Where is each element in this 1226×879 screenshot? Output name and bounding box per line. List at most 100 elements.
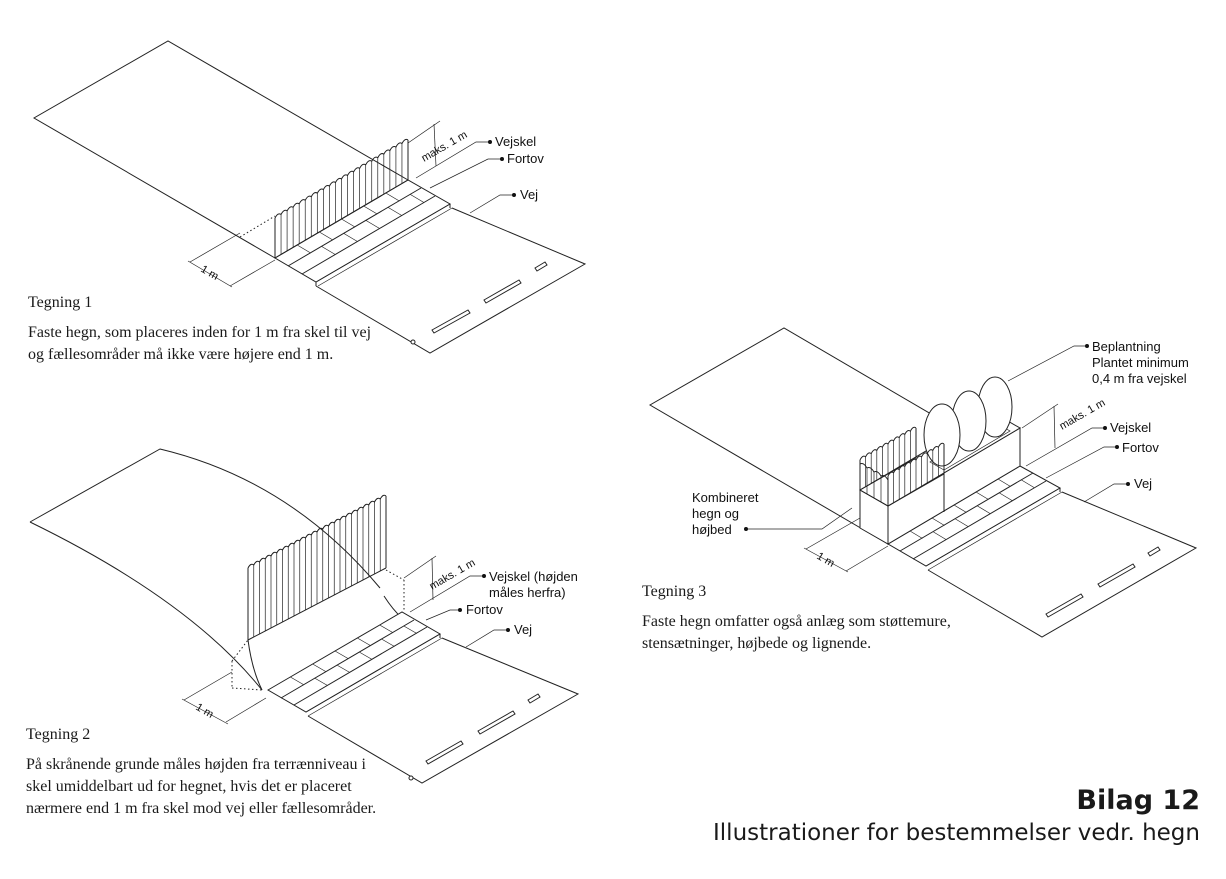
appendix-title: Bilag 12 xyxy=(1076,785,1200,816)
drawing-3-road xyxy=(927,491,1198,638)
drawing-3-planting-label-line1: Beplantning xyxy=(1092,339,1161,354)
drawing-1-road-label: Vej xyxy=(520,187,538,202)
drawing-stroke xyxy=(933,531,947,540)
drawing-3-lot xyxy=(649,327,1021,545)
drawing-1-max-height-label: maks. 1 m xyxy=(420,129,470,165)
drawing-3-combined-label-line1: Kombineret xyxy=(692,490,759,505)
drawing-3-distance-label: 1 m xyxy=(815,550,837,570)
drawing-stroke xyxy=(247,567,387,641)
drawing-stroke xyxy=(931,517,945,526)
fence-top-edge xyxy=(859,463,889,481)
drawing-2-fence xyxy=(247,494,387,641)
fence-top-edge xyxy=(859,426,917,461)
fence-top-edge xyxy=(274,138,409,219)
drawing-stroke xyxy=(381,638,395,647)
drawing-stroke xyxy=(336,664,351,673)
drawing-3-paving xyxy=(909,478,1035,540)
drawing-1-dimension-height: maks. 1 m xyxy=(407,120,470,167)
fence-top-edge xyxy=(247,494,387,569)
drawing-1: 1 m maks. 1 m Vejskel Fortov Vej xyxy=(33,40,587,354)
drawing-stroke xyxy=(296,244,311,254)
drawing-stroke xyxy=(859,457,917,491)
drawing-3-dimension-height: maks. 1 m xyxy=(1021,397,1108,449)
drawing-2-road-label: Vej xyxy=(514,622,532,637)
drawing-stroke xyxy=(410,194,425,203)
drawing-2-title: Tegning 2 xyxy=(26,726,91,743)
drawing-stroke xyxy=(977,505,991,514)
drawing-stroke xyxy=(975,491,989,500)
drawing-stroke xyxy=(388,207,402,216)
drawing-3-plants xyxy=(923,376,1013,467)
drawing-1-description: Faste hegn, som placeres inden for 1 m f… xyxy=(28,324,372,363)
drawing-3-max-height-label: maks. 1 m xyxy=(1058,397,1108,433)
drawing-stroke xyxy=(357,637,371,646)
plant-1 xyxy=(923,403,961,467)
drawing-1-dimension-1m: 1 m xyxy=(187,232,276,288)
drawing-1-sidewalk-label: Fortov xyxy=(507,151,544,166)
drawing-2-slope-side xyxy=(29,521,263,691)
appendix-subtitle: Illustrationer for bestemmelser vedr. he… xyxy=(713,820,1200,846)
drawing-stroke xyxy=(319,231,334,241)
drawing-stroke xyxy=(1021,479,1035,488)
drawing-1-fence xyxy=(274,138,409,259)
drawing-3-planting-label-line2: Plantet minimum xyxy=(1092,355,1189,370)
drawing-stroke xyxy=(321,246,336,255)
page-footer: Bilag 12 Illustrationer for bestemmelser… xyxy=(713,784,1200,848)
drawing-stroke xyxy=(274,179,409,259)
drawing-stroke xyxy=(334,650,349,659)
drawing-stroke xyxy=(290,676,304,685)
drawing-1-lot xyxy=(33,40,409,259)
drawing-3-combined-label-line3: højbed xyxy=(692,522,732,537)
drawing-2-road-boundary-label-line1: Vejskel (højden xyxy=(489,569,578,584)
drawing-3-title: Tegning 3 xyxy=(642,583,707,600)
drawing-1-road xyxy=(315,207,587,354)
drawing-3-combined-label-line2: hegn og xyxy=(692,506,739,521)
drawing-2-paving xyxy=(290,624,418,686)
drawing-1-callouts: Vejskel Fortov Vej xyxy=(415,134,544,214)
drawing-3-fence xyxy=(859,426,945,507)
drawing-stroke xyxy=(365,220,380,229)
drawing-3-road-markings xyxy=(1045,546,1161,618)
drawing-2-description: På skrånende grunde måles højden fra ter… xyxy=(26,756,377,817)
drawing-stroke xyxy=(953,504,967,513)
drawing-3-description: Faste hegn omfatter også anlæg som støtt… xyxy=(642,613,951,652)
drawing-stroke xyxy=(997,478,1011,487)
drawing-3-caption: Tegning 3 Faste hegn omfatter også anlæg… xyxy=(642,581,1022,655)
drawing-2-slope-terrain xyxy=(29,448,381,589)
drawing-stroke xyxy=(887,473,945,507)
drawing-3-sidewalk-label: Fortov xyxy=(1122,440,1159,455)
drawing-1-road-boundary-label: Vejskel xyxy=(495,134,536,149)
drawing-2-sidewalk-label: Fortov xyxy=(466,602,503,617)
drawing-stroke xyxy=(909,530,923,539)
drawing-stroke xyxy=(379,624,393,633)
drawing-2-sidewalk xyxy=(267,611,443,717)
drawing-3-road-boundary-label: Vejskel xyxy=(1110,420,1151,435)
drawing-3-planting-label-line3: 0,4 m fra vejskel xyxy=(1092,371,1187,386)
drawing-stroke xyxy=(312,663,326,672)
drawing-2-distance-label: 1 m xyxy=(194,701,216,721)
drawing-1-road-markings xyxy=(410,261,548,345)
drawing-stroke xyxy=(363,205,378,215)
drawing-1-sidewalk xyxy=(274,179,453,287)
drawing-2-dotted-guides xyxy=(231,569,405,691)
drawing-stroke xyxy=(341,218,356,228)
drawing-2-caption: Tegning 2 På skrånende grunde måles højd… xyxy=(26,724,386,820)
drawing-stroke xyxy=(859,489,889,507)
drawing-stroke xyxy=(385,192,400,202)
drawing-stroke xyxy=(999,492,1013,501)
drawing-3: 1 m maks. 1 m Beplantning Plantet minimu… xyxy=(649,327,1198,638)
drawing-3-road-label: Vej xyxy=(1134,476,1152,491)
drawing-2-road-markings xyxy=(408,693,541,781)
drawing-stroke xyxy=(955,518,969,527)
drawing-1-distance-label: 1 m xyxy=(199,263,221,283)
drawing-stroke xyxy=(403,625,418,634)
drawing-stroke xyxy=(343,233,358,242)
drawing-1-title: Tegning 1 xyxy=(28,294,93,311)
drawing-2-road-boundary-label-line2: måles herfra) xyxy=(489,585,566,600)
drawing-2-road xyxy=(307,637,580,784)
drawing-stroke xyxy=(358,651,373,660)
drawing-2-callouts: Vejskel (højden måles herfra) Fortov Vej xyxy=(409,569,578,648)
drawing-3-callouts: Beplantning Plantet minimum 0,4 m fra ve… xyxy=(692,339,1189,537)
drawing-1-caption: Tegning 1 Faste hegn, som placeres inden… xyxy=(28,292,388,366)
